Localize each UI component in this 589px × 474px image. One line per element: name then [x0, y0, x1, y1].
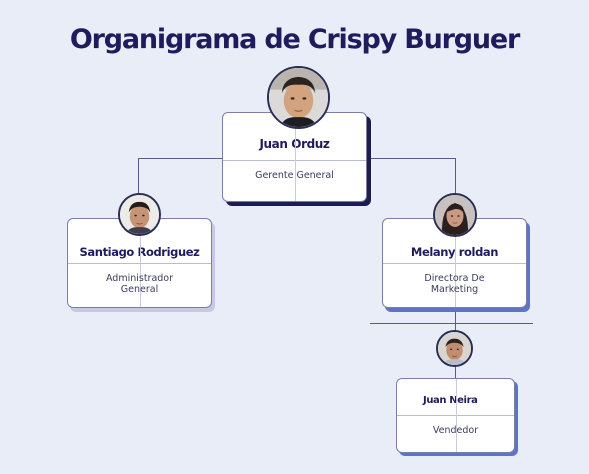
- card-divider: [397, 415, 514, 416]
- person-name: Santiago Rodriguez: [79, 245, 200, 259]
- person-photo-icon: [118, 193, 161, 236]
- person-name: Melany roldan: [410, 245, 499, 259]
- person-name: Juan Orduz: [259, 137, 330, 151]
- card-divider: [383, 263, 526, 264]
- connector-right-drop: [455, 158, 456, 200]
- role-line: General: [120, 284, 159, 295]
- person-name: Juan Neira: [423, 395, 478, 406]
- role-line: Gerente General: [255, 170, 334, 181]
- card-divider: [455, 219, 456, 307]
- connector-vendedor-drop: [455, 362, 456, 382]
- card-divider: [68, 263, 211, 264]
- chart-title: Organigrama de Crispy Burguer: [69, 24, 520, 55]
- person-photo-icon: [436, 330, 473, 367]
- role-line: Marketing: [430, 284, 479, 295]
- card-divider: [295, 113, 296, 201]
- person-photo-icon: [433, 193, 477, 237]
- person-photo-icon: [267, 66, 330, 129]
- connector-bottom-horizontal: [370, 323, 533, 324]
- connector-left-drop: [138, 158, 139, 198]
- org-card-santiago-rodriguez: Santiago Rodriguez Administrador General: [67, 218, 212, 308]
- role-line: Vendedor: [432, 425, 479, 436]
- person-role: Gerente General: [223, 170, 366, 181]
- card-divider: [456, 379, 457, 452]
- role-line: Directora De: [424, 273, 485, 284]
- person-role: Vendedor: [397, 425, 514, 436]
- connector-marketing-down: [455, 308, 456, 348]
- person-role: Administrador General: [68, 273, 211, 295]
- org-card-juan-neira: Juan Neira Vendedor: [396, 378, 515, 453]
- role-line: Administrador: [105, 273, 174, 284]
- card-divider: [223, 160, 366, 161]
- card-divider: [140, 219, 141, 307]
- person-role: Directora De Marketing: [383, 273, 526, 295]
